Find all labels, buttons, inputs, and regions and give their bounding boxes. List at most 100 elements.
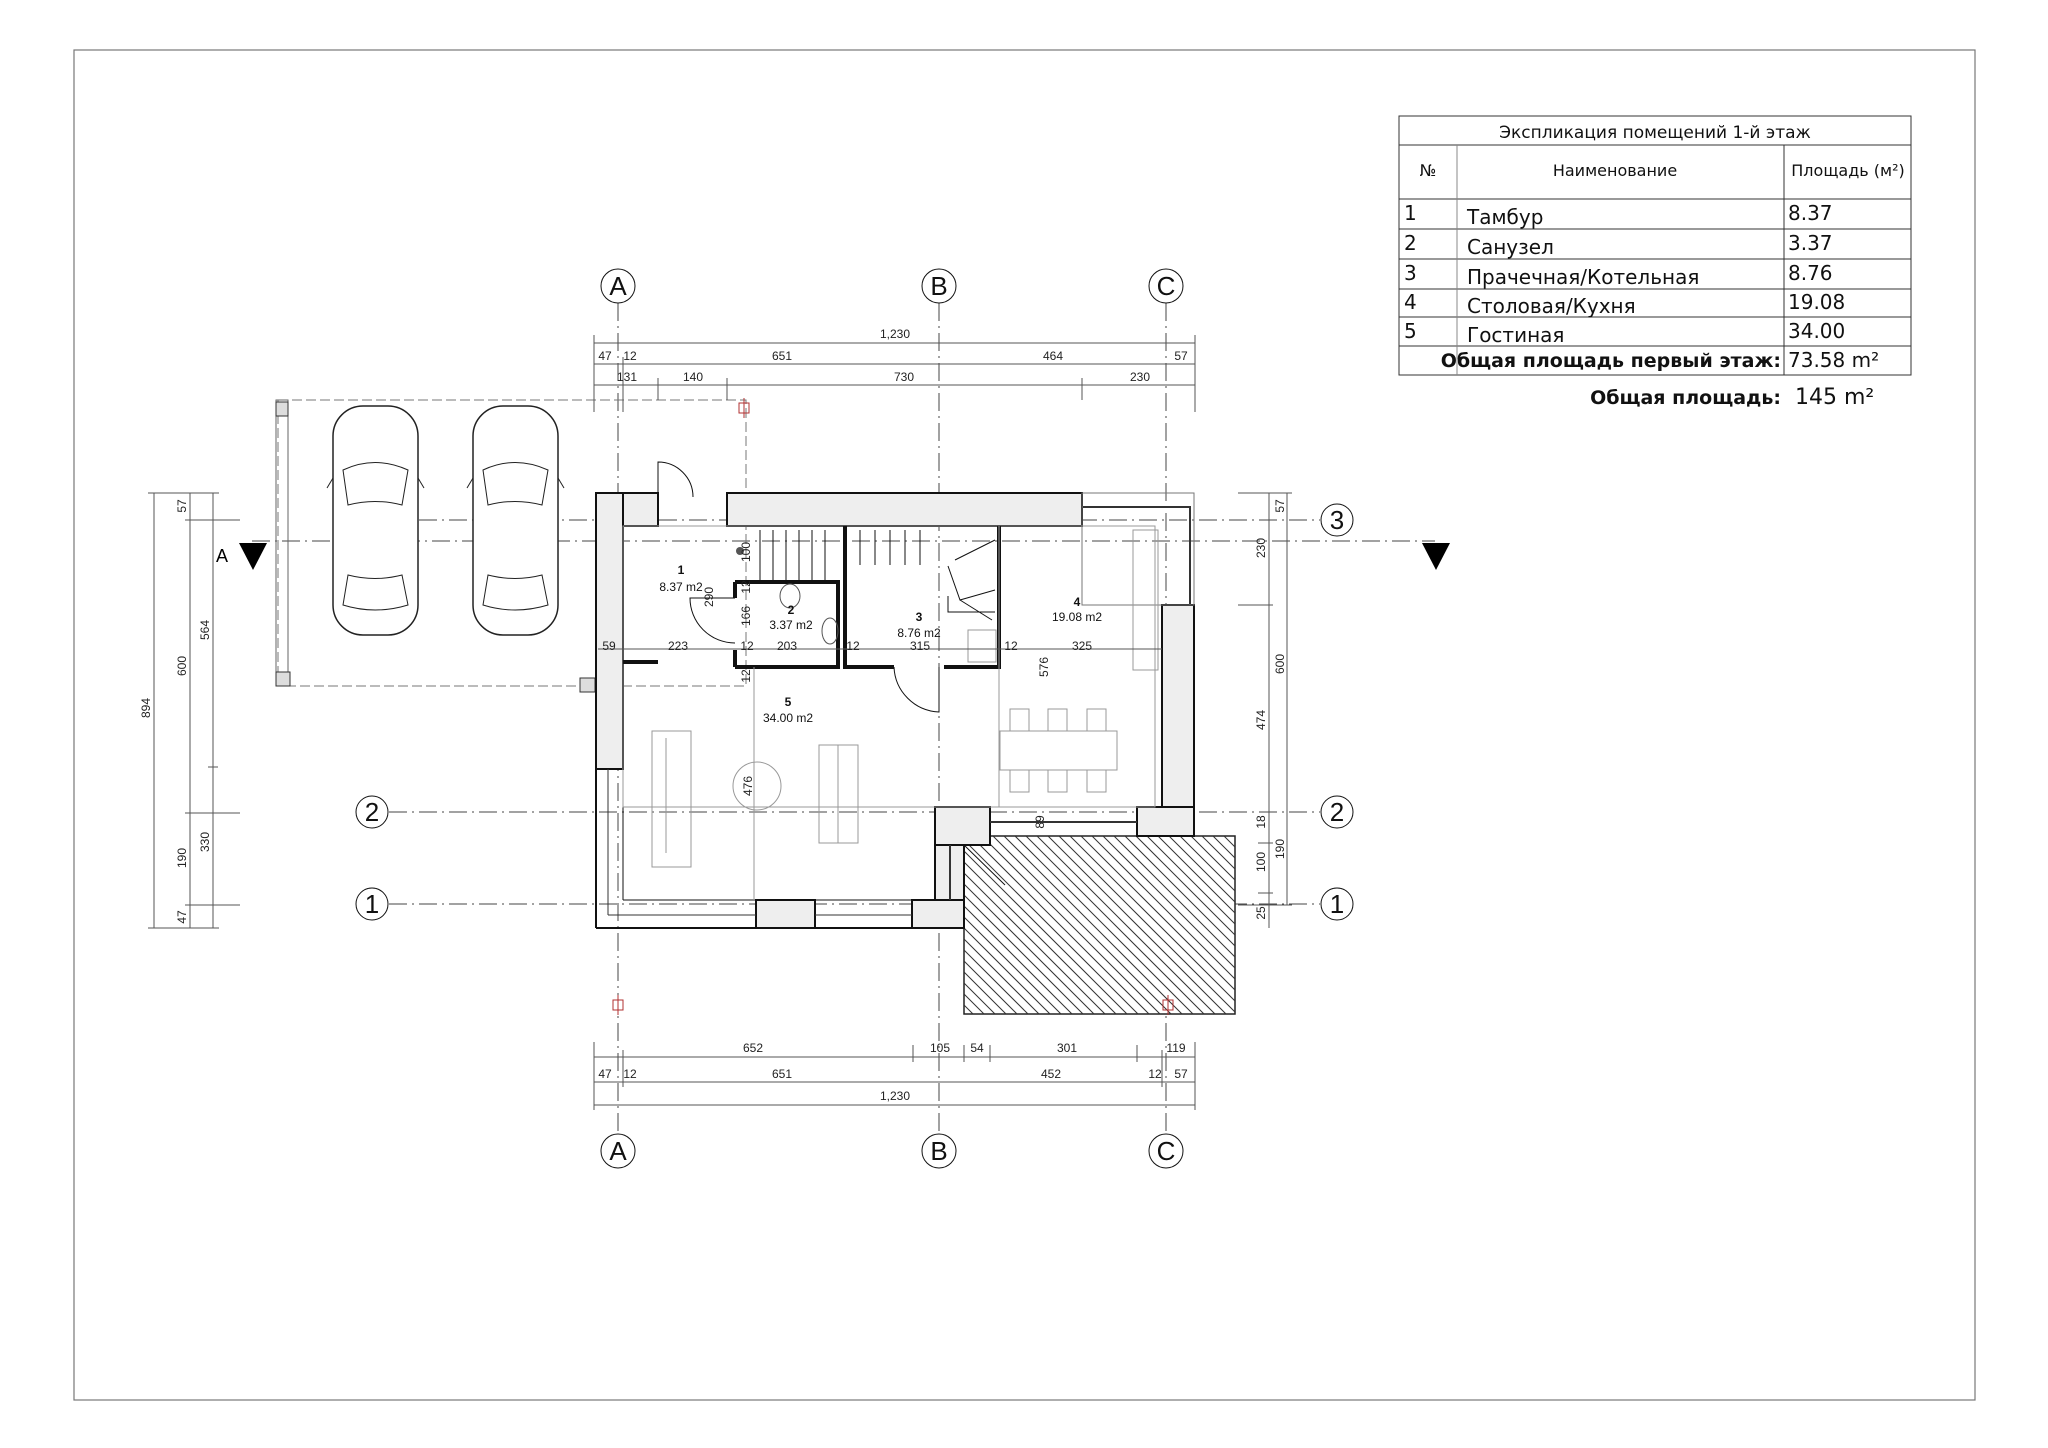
axis-marker-c-bottom: C xyxy=(1148,1133,1184,1169)
entrance-door xyxy=(657,461,694,498)
total-area-label: Общая площадь: xyxy=(1590,387,1781,409)
table-row: 2 Санузел 3.37 xyxy=(1404,231,1833,259)
row-number: 1 xyxy=(1404,201,1417,225)
axis-marker-3: 3 xyxy=(1320,503,1354,537)
svg-text:C: C xyxy=(1157,271,1176,301)
axis-marker-1-left: 1 xyxy=(355,887,389,921)
svg-text:12: 12 xyxy=(740,639,754,653)
svg-text:47: 47 xyxy=(175,910,189,924)
sofa xyxy=(651,730,692,868)
table-row: 3 Прачечная/Котельная 8.76 xyxy=(1404,261,1833,289)
hatch-line xyxy=(963,960,1018,1015)
explication-table: Экспликация помещений 1-й этаж № Наимено… xyxy=(1398,115,1912,376)
room-area: 34.00 m2 xyxy=(763,711,813,725)
hatch-line xyxy=(1113,835,1236,958)
floor-total-label: Общая площадь первый этаж: xyxy=(1441,350,1781,372)
hatch-line xyxy=(1124,835,1236,947)
hatch-line xyxy=(963,927,1051,1015)
svg-text:1,230: 1,230 xyxy=(880,1089,910,1103)
room-area: 8.76 m2 xyxy=(897,626,941,640)
room-area: 8.37 m2 xyxy=(659,580,703,594)
hatch-line xyxy=(1168,835,1236,903)
row-name: Гостиная xyxy=(1467,323,1564,347)
svg-text:166: 166 xyxy=(739,606,753,626)
hatch-line xyxy=(1102,835,1236,969)
hatch-line xyxy=(963,905,1073,1015)
utility-door xyxy=(893,666,940,713)
svg-text:301: 301 xyxy=(1057,1041,1077,1055)
svg-text:190: 190 xyxy=(1273,839,1287,859)
hatch-line xyxy=(1179,835,1236,892)
hatch-line xyxy=(963,883,1095,1015)
header-area: Площадь (м²) xyxy=(1791,161,1904,180)
hatch-line xyxy=(963,850,1128,1015)
hatch-line xyxy=(1003,835,1183,1015)
window xyxy=(1082,506,1191,605)
hatch-line xyxy=(992,835,1172,1015)
bottom-dimensions: 652 105 54 301 119 47 12 651 452 12 57 1… xyxy=(593,1041,1196,1110)
hatch-line xyxy=(981,835,1161,1015)
svg-text:A: A xyxy=(609,1136,627,1166)
svg-text:330: 330 xyxy=(198,832,212,852)
hatch-line xyxy=(963,949,1029,1015)
room-area: 19.08 m2 xyxy=(1052,610,1102,624)
section-label: A xyxy=(216,546,228,566)
hatch-line xyxy=(970,835,1150,1015)
car-icon xyxy=(326,405,425,636)
room-number: 4 xyxy=(1074,595,1081,609)
top-dimensions: 1,230 47 12 651 464 57 131 140 730 230 xyxy=(593,327,1196,412)
row-number: 2 xyxy=(1404,231,1417,255)
hatch-line xyxy=(1014,835,1194,1015)
svg-text:730: 730 xyxy=(894,370,914,384)
building-walls xyxy=(595,461,1195,929)
svg-text:315: 315 xyxy=(910,639,930,653)
svg-text:140: 140 xyxy=(683,370,703,384)
svg-text:57: 57 xyxy=(175,499,189,513)
rug xyxy=(732,761,782,811)
axis-marker-a-top: A xyxy=(600,268,636,304)
hatch-line xyxy=(963,938,1040,1015)
svg-text:47: 47 xyxy=(598,1067,612,1081)
boiler-icon xyxy=(967,629,997,663)
svg-text:290: 290 xyxy=(702,587,716,607)
svg-text:894: 894 xyxy=(139,698,153,718)
hatch-line xyxy=(963,916,1062,1015)
svg-text:12: 12 xyxy=(1004,639,1018,653)
row-area: 3.37 xyxy=(1788,231,1833,255)
svg-text:47: 47 xyxy=(598,349,612,363)
hatch-line xyxy=(1058,835,1236,1013)
svg-text:600: 600 xyxy=(175,656,189,676)
column-marker-icon xyxy=(738,398,750,418)
room-labels: 1 8.37 m2 2 3.37 m2 3 8.76 m2 4 19.08 m2… xyxy=(659,563,1102,725)
row-name: Санузел xyxy=(1467,235,1554,259)
hatch-line xyxy=(1190,835,1236,881)
svg-text:651: 651 xyxy=(772,349,792,363)
svg-text:12: 12 xyxy=(739,580,753,594)
svg-text:57: 57 xyxy=(1174,1067,1188,1081)
hatch-line xyxy=(1146,835,1236,925)
row-area: 8.76 xyxy=(1788,261,1833,285)
room-area: 3.37 m2 xyxy=(769,618,813,632)
svg-text:464: 464 xyxy=(1043,349,1063,363)
section-marker: A xyxy=(216,543,1450,570)
svg-text:3: 3 xyxy=(1330,505,1344,535)
table-row: 1 Тамбур 8.37 xyxy=(1404,201,1833,229)
hatch-line xyxy=(1080,835,1236,991)
floor-total-value: 73.58 m² xyxy=(1788,348,1879,372)
row-area: 34.00 xyxy=(1788,319,1845,343)
svg-text:230: 230 xyxy=(1130,370,1150,384)
svg-text:89: 89 xyxy=(1033,815,1047,829)
svg-text:325: 325 xyxy=(1072,639,1092,653)
car-icon xyxy=(466,405,565,636)
svg-text:131: 131 xyxy=(617,370,637,384)
svg-text:2: 2 xyxy=(1330,797,1344,827)
hatch-line xyxy=(963,971,1007,1015)
bathroom-door xyxy=(689,597,736,644)
svg-text:C: C xyxy=(1157,1136,1176,1166)
svg-text:59: 59 xyxy=(602,639,616,653)
hatch-line xyxy=(963,982,996,1015)
svg-text:A: A xyxy=(609,271,627,301)
svg-text:1: 1 xyxy=(1330,889,1344,919)
axis-marker-c-top: C xyxy=(1148,268,1184,304)
hatch-line xyxy=(1223,835,1236,848)
